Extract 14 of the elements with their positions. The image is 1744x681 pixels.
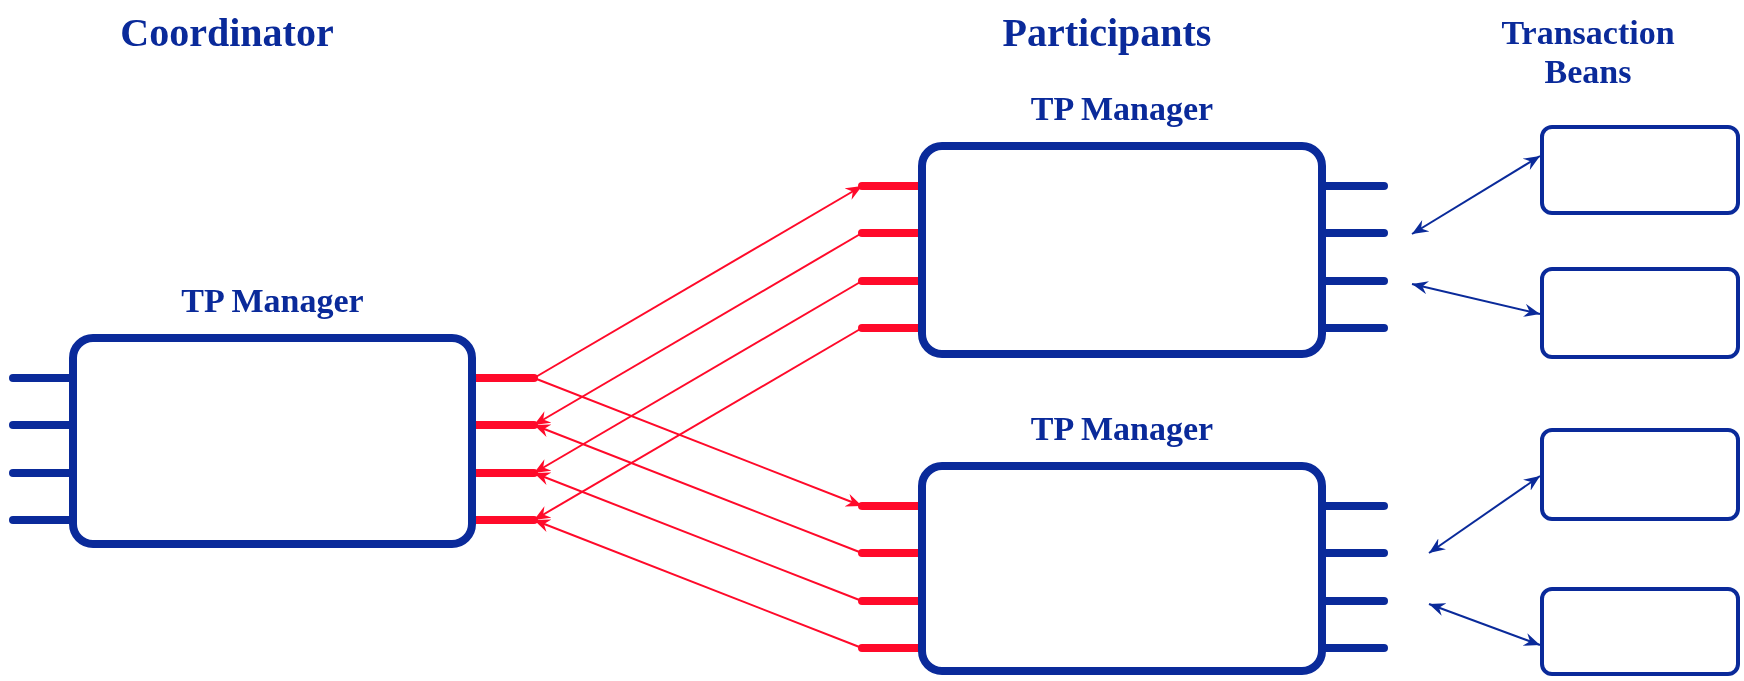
arrow bbox=[1411, 155, 1541, 235]
column-heading: Transaction Beans bbox=[1500, 12, 1676, 92]
box-heading: TP Manager bbox=[1030, 92, 1214, 126]
box-heading: TP Manager bbox=[181, 284, 364, 318]
arrow bbox=[1428, 475, 1541, 554]
bean-box bbox=[1540, 125, 1740, 215]
arrow bbox=[1411, 281, 1541, 317]
bean-box bbox=[1540, 428, 1740, 521]
column-heading: Coordinator bbox=[119, 13, 335, 53]
bean-box bbox=[1540, 267, 1740, 359]
bean-box bbox=[1540, 587, 1740, 676]
column-heading: Participants bbox=[1001, 13, 1213, 53]
arrow bbox=[1428, 603, 1541, 646]
box-heading: TP Manager bbox=[1030, 412, 1214, 446]
